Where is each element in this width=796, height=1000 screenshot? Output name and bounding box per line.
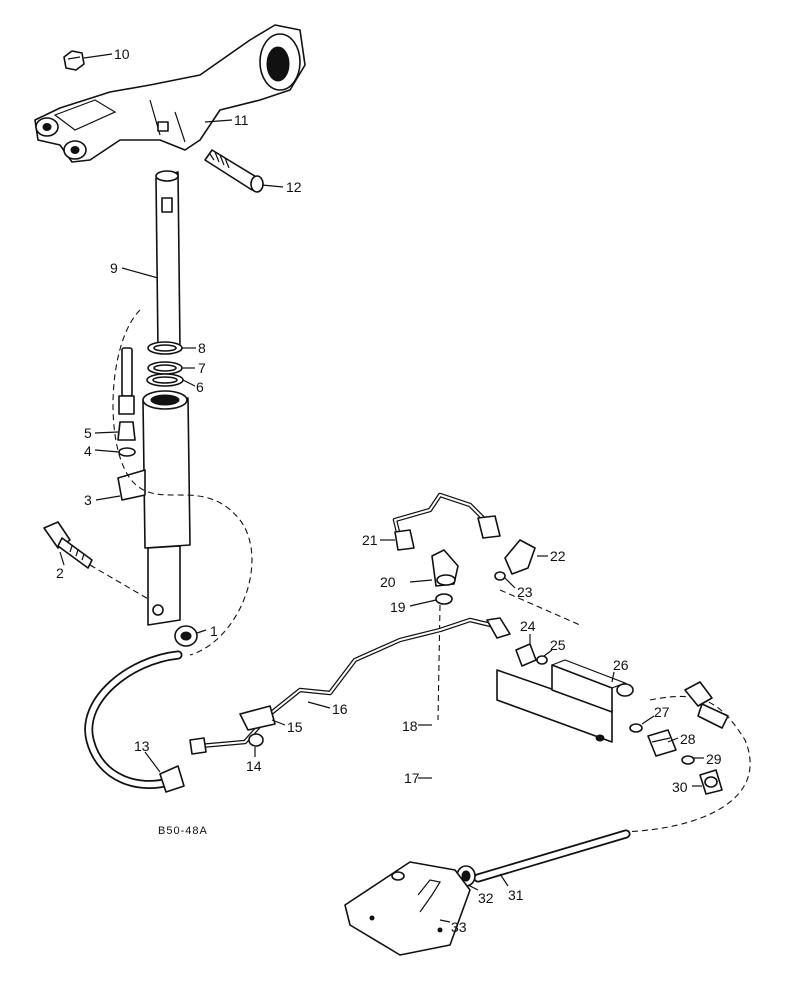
seal-ring-part-7 [147,361,183,375]
cylinder-part-3 [117,390,191,626]
washer-part-25 [536,655,548,665]
callout-16: 16 [332,701,348,717]
callout-24: 24 [520,618,536,634]
callout-15: 15 [287,719,303,735]
pipe-part-21 [392,492,501,551]
callout-10: 10 [114,46,130,62]
callout-31: 31 [508,887,524,903]
hose-part-31 [473,829,631,883]
callout-33: 33 [451,919,467,935]
washer-part-4 [118,447,136,457]
callout-13: 13 [134,738,150,754]
seal-ring-part-6 [146,373,184,387]
hose-coupling [684,681,729,729]
pin-part-12 [204,149,264,193]
callout-3: 3 [84,492,92,508]
callout-26: 26 [613,657,629,673]
assembly-guide-lines [89,309,751,833]
callout-14: 14 [246,758,262,774]
callout-9: 9 [110,260,118,276]
bolt-part-2 [43,521,93,569]
washer-part-27 [629,723,643,733]
callout-2: 2 [56,565,64,581]
elbow-part-22 [504,539,536,575]
washer-part-23 [494,571,506,581]
connector-part-24 [515,643,537,667]
callout-30: 30 [672,779,688,795]
washer-part-19 [435,593,453,605]
cover-plate-part-33 [344,861,471,956]
plug-part-30 [699,769,723,795]
fitting-part-5 [117,347,136,441]
callout-1: 1 [210,623,218,639]
washer-part-29 [681,755,695,765]
hose-part-13 [84,650,185,793]
leader-lines [59,53,704,923]
callout-22: 22 [550,548,566,564]
callout-25: 25 [550,637,566,653]
piston-rod-part-9 [155,170,181,351]
callout-27: 27 [654,704,670,720]
fitting-part-28 [647,729,677,757]
clamp-part-15 [239,705,276,731]
elbow-part-20 [431,549,459,587]
callout-23: 23 [517,584,533,600]
callout-7: 7 [198,360,206,376]
callout-29: 29 [706,751,722,767]
pipe-part-16 [189,617,511,755]
callout-5: 5 [84,425,92,441]
seal-ring-part-8 [147,341,183,355]
callout-19: 19 [390,599,406,615]
callout-18: 18 [402,718,418,734]
lift-arm-part-11 [34,24,306,163]
callout-21: 21 [362,532,378,548]
drawing-code: B50-48A [158,825,208,837]
nut-part-10 [63,50,85,71]
callout-32: 32 [478,890,494,906]
callout-17: 17 [404,770,420,786]
valve-block-part-26 [496,659,634,743]
callout-8: 8 [198,340,206,356]
nut-part-1 [174,625,198,647]
callout-28: 28 [680,731,696,747]
callout-6: 6 [196,379,204,395]
callout-labels: 1 2 3 4 5 6 7 8 9 10 11 12 13 14 15 16 1… [56,46,722,935]
callout-20: 20 [380,574,396,590]
callout-11: 11 [234,112,249,128]
callout-4: 4 [84,443,92,459]
callout-12: 12 [286,179,302,195]
spacer-part-14 [248,733,264,747]
